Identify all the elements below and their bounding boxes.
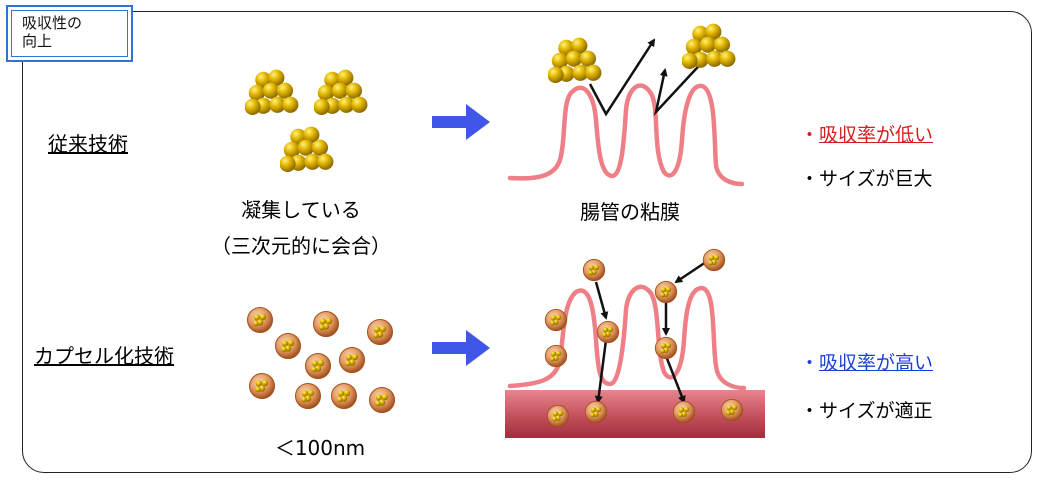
capsule-particles [247, 307, 395, 413]
bullet: ・ [800, 352, 820, 374]
capsule-particle [584, 400, 608, 424]
bounce-arrow-right [653, 55, 709, 117]
capsule-particle [654, 280, 678, 304]
capsule-particle [249, 373, 275, 399]
result-large-size: ・サイズが巨大 [800, 164, 932, 191]
capsule-particle [305, 353, 331, 379]
title-line-1: 吸収性の [22, 14, 83, 32]
aggregate-cluster [280, 126, 334, 172]
absorb-arrow [674, 260, 707, 284]
capsule-particle [367, 319, 393, 345]
bullet: ・ [800, 400, 820, 422]
title-box: 吸収性の 向上 [6, 5, 133, 62]
intestinal-villi-2 [507, 284, 747, 391]
diagram-frame [22, 11, 1032, 473]
capsule-particle [596, 320, 620, 344]
capsule-particle [544, 344, 568, 368]
capsule-particle [313, 311, 339, 337]
capsule-particle [275, 333, 301, 359]
aggregate-cluster [548, 37, 602, 83]
aggregate-subcaption: （三次元的に会合） [211, 234, 391, 258]
capsule-label: カプセル化技術 [34, 344, 174, 368]
title-line-2: 向上 [22, 32, 53, 50]
capsule-particle [702, 248, 726, 272]
size-caption: ＜100nm [274, 436, 366, 460]
process-arrow-2 [432, 330, 490, 366]
absorb-arrow [594, 339, 608, 404]
intestinal-villi-1 [507, 83, 745, 187]
process-arrow-1 [432, 104, 490, 140]
capsule-particle [339, 347, 365, 373]
result-text: 吸収率が低い [819, 124, 934, 146]
result-text: サイズが適正 [819, 400, 933, 422]
capsule-particle [546, 404, 570, 428]
bullet: ・ [800, 124, 820, 146]
aggregate-cluster [245, 69, 299, 115]
result-low-absorption: ・吸収率が低い [800, 120, 933, 147]
aggregate-caption: 凝集している [241, 198, 361, 222]
result-text: 吸収率が高い [819, 352, 934, 374]
capsule-particle [582, 258, 606, 282]
result-proper-size: ・サイズが適正 [800, 396, 932, 423]
capsule-particle [331, 383, 357, 409]
capsule-particle [295, 383, 321, 409]
capsule-particle [672, 400, 696, 424]
capsule-particle [654, 336, 678, 360]
result-high-absorption: ・吸収率が高い [800, 348, 933, 375]
intestine-caption: 腸管の粘膜 [580, 200, 680, 224]
conventional-label: 従来技術 [48, 132, 128, 156]
capsule-particle [247, 307, 273, 333]
result-text: サイズが巨大 [819, 168, 933, 190]
aggregate-cluster [682, 23, 736, 69]
capsule-particle [720, 398, 744, 422]
absorb-arrow [664, 355, 686, 404]
capsule-particle [544, 308, 568, 332]
capsule-particle [369, 387, 395, 413]
absorb-arrow [594, 281, 609, 320]
bounce-arrow-left [588, 38, 656, 117]
aggregate-cluster [314, 69, 368, 115]
bullet: ・ [800, 168, 820, 190]
aggregate-clusters [245, 69, 368, 172]
